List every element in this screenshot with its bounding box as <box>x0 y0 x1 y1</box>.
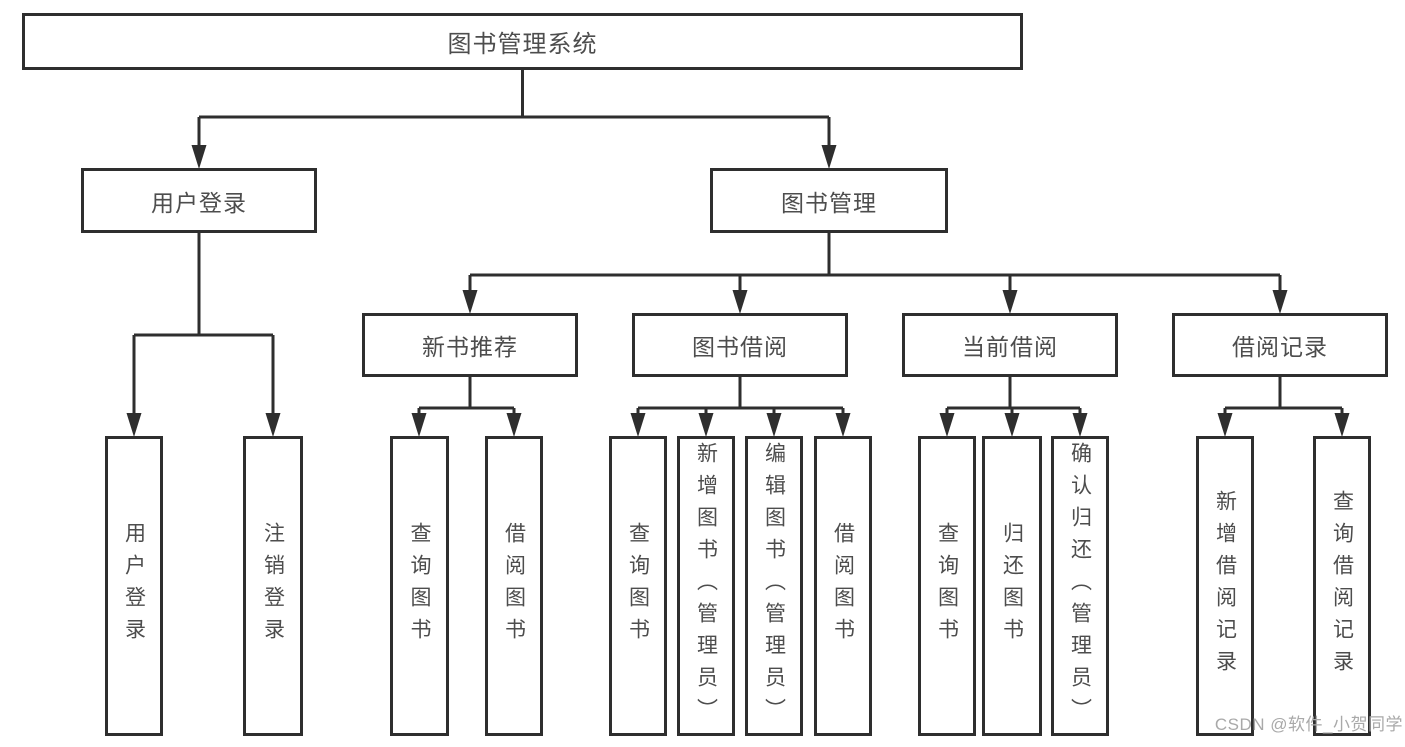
leaf-user-login-label: 用户登录 <box>122 522 146 650</box>
leaf-bb-query-books: 查询图书 <box>609 436 667 736</box>
leaf-nb-query-books-label: 查询图书 <box>408 522 431 650</box>
node-root-label: 图书管理系统 <box>447 31 598 58</box>
leaf-br-add-record: 新增借阅记录 <box>1196 436 1254 736</box>
leaf-logout-label: 注销登录 <box>261 522 285 650</box>
watermark: CSDN @软件_小贺同学 <box>1214 715 1403 734</box>
node-book-borrowing: 图书借阅 <box>632 313 848 377</box>
leaf-cb-confirm-return-admin-label: 确认归还（管理员） <box>1068 442 1092 730</box>
node-current-borrowing: 当前借阅 <box>902 313 1118 377</box>
node-new-book-recommendation-label: 新书推荐 <box>422 334 518 360</box>
leaf-nb-borrow-books-label: 借阅图书 <box>502 522 526 650</box>
leaf-br-query-record-label: 查询借阅记录 <box>1330 490 1354 682</box>
node-new-book-recommendation: 新书推荐 <box>362 313 578 377</box>
leaf-cb-return-books-label: 归还图书 <box>1000 522 1024 650</box>
leaf-br-add-record-label: 新增借阅记录 <box>1213 490 1237 682</box>
leaf-br-query-record: 查询借阅记录 <box>1313 436 1371 736</box>
leaf-bb-query-books-label: 查询图书 <box>626 522 650 650</box>
node-user-login: 用户登录 <box>81 168 317 233</box>
node-borrowing-records-label: 借阅记录 <box>1232 334 1328 360</box>
leaf-cb-query-books-label: 查询图书 <box>935 522 959 650</box>
leaf-nb-borrow-books: 借阅图书 <box>485 436 543 736</box>
node-user-login-label: 用户登录 <box>151 189 247 216</box>
leaf-cb-return-books: 归还图书 <box>982 436 1042 736</box>
leaf-bb-add-books-admin: 新增图书（管理员） <box>677 436 735 736</box>
leaf-nb-query-books: 查询图书 <box>390 436 449 736</box>
arrowhead-icons <box>126 145 1350 437</box>
leaf-cb-query-books: 查询图书 <box>918 436 976 736</box>
node-book-management: 图书管理 <box>710 168 948 233</box>
node-borrowing-records: 借阅记录 <box>1172 313 1388 377</box>
leaf-bb-edit-books-admin: 编辑图书（管理员） <box>745 436 803 736</box>
leaf-bb-edit-books-admin-label: 编辑图书（管理员） <box>762 442 786 730</box>
node-root: 图书管理系统 <box>22 13 1023 70</box>
leaf-logout: 注销登录 <box>243 436 303 736</box>
leaf-bb-add-books-admin-label: 新增图书（管理员） <box>694 442 718 730</box>
leaf-bb-borrow-books: 借阅图书 <box>814 436 872 736</box>
leaf-bb-borrow-books-label: 借阅图书 <box>831 522 855 650</box>
leaf-cb-confirm-return-admin: 确认归还（管理员） <box>1051 436 1109 736</box>
node-book-borrowing-label: 图书借阅 <box>692 334 788 360</box>
node-current-borrowing-label: 当前借阅 <box>962 334 1058 360</box>
node-book-management-label: 图书管理 <box>781 189 877 216</box>
leaf-user-login: 用户登录 <box>105 436 163 736</box>
